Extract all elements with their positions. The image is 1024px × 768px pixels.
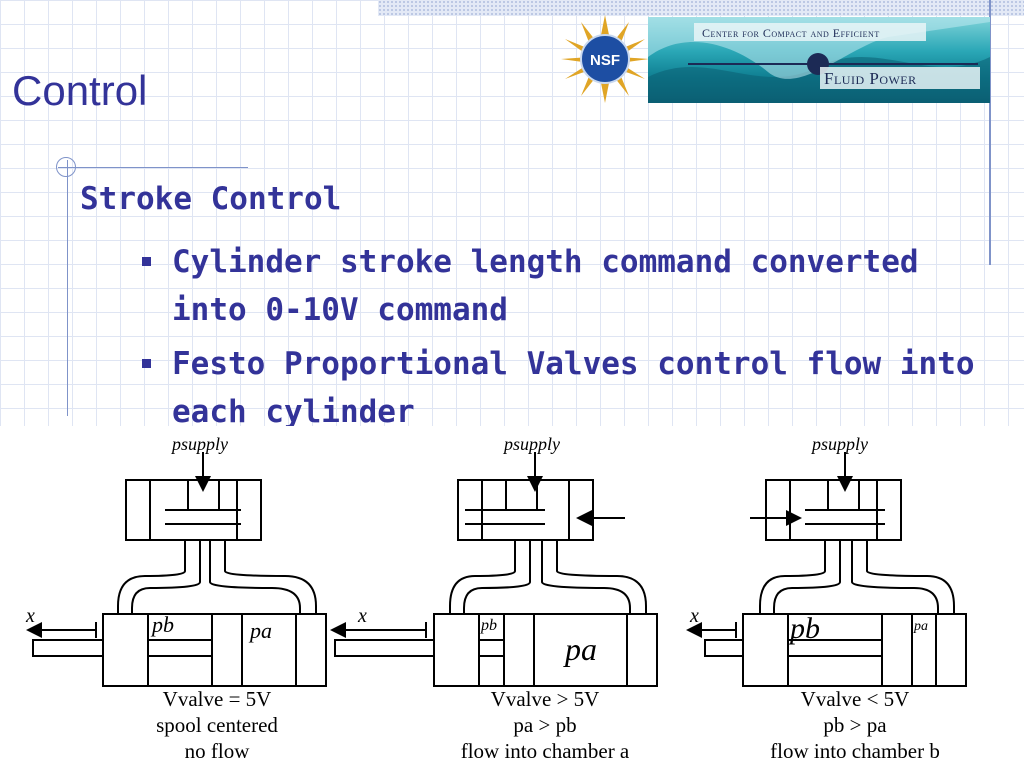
caption-voltage: Vvalve > 5V bbox=[491, 687, 600, 711]
bullet-list: Cylinder stroke length command converted… bbox=[140, 238, 1000, 442]
banner-title-line2: Fluid Power bbox=[824, 69, 917, 88]
caption-relation: spool centered bbox=[156, 713, 278, 737]
right-decorative-rule bbox=[989, 0, 991, 265]
x-label: x bbox=[689, 605, 699, 627]
caption-flow: no flow bbox=[185, 739, 251, 763]
x-label: x bbox=[357, 605, 367, 627]
diagram-panel-1: psupply bbox=[25, 434, 327, 763]
square-bullet-icon bbox=[142, 257, 151, 266]
nsf-logo-text: NSF bbox=[590, 52, 620, 69]
top-decorative-band bbox=[378, 0, 1024, 16]
pb-label: pb bbox=[788, 612, 820, 645]
caption-flow: flow into chamber b bbox=[770, 739, 940, 763]
valve-cylinder-diagram: psupply bbox=[0, 426, 1024, 768]
caption-relation: pb > pa bbox=[823, 713, 887, 737]
decorative-vertical-rule bbox=[67, 160, 68, 416]
bullet-item: Cylinder stroke length command converted… bbox=[140, 238, 1000, 334]
pb-label: pb bbox=[150, 612, 174, 637]
supply-label: psupply bbox=[502, 434, 560, 454]
pa-label: pa bbox=[563, 631, 597, 667]
bullet-text: Festo Proportional Valves control flow i… bbox=[172, 346, 975, 430]
pa-label: pa bbox=[913, 619, 928, 634]
section-heading: Stroke Control bbox=[80, 181, 342, 217]
caption-voltage: Vvalve = 5V bbox=[163, 687, 272, 711]
bullet-text: Cylinder stroke length command converted… bbox=[172, 244, 919, 328]
square-bullet-icon bbox=[142, 359, 151, 368]
slide-title: Control bbox=[12, 67, 148, 114]
caption-flow: flow into chamber a bbox=[461, 739, 630, 763]
diagram-panel-2: psupply bbox=[330, 434, 658, 763]
pb-label: pb bbox=[480, 617, 497, 634]
diagram-panel-3: psupply bbox=[686, 434, 967, 763]
caption-voltage: Vvalve < 5V bbox=[801, 687, 910, 711]
x-label: x bbox=[25, 605, 35, 627]
supply-label: psupply bbox=[170, 434, 228, 454]
supply-label: psupply bbox=[810, 434, 868, 454]
nsf-logo: NSF bbox=[560, 14, 650, 104]
fluid-power-banner: Center for Compact and Efficient Fluid P… bbox=[648, 17, 990, 103]
banner-title-line1: Center for Compact and Efficient bbox=[702, 26, 880, 40]
caption-relation: pa > pb bbox=[513, 713, 576, 737]
decorative-circle bbox=[56, 157, 76, 177]
bullet-item: Festo Proportional Valves control flow i… bbox=[140, 340, 1000, 436]
pa-label: pa bbox=[248, 618, 272, 643]
decorative-horizontal-rule bbox=[58, 167, 248, 168]
